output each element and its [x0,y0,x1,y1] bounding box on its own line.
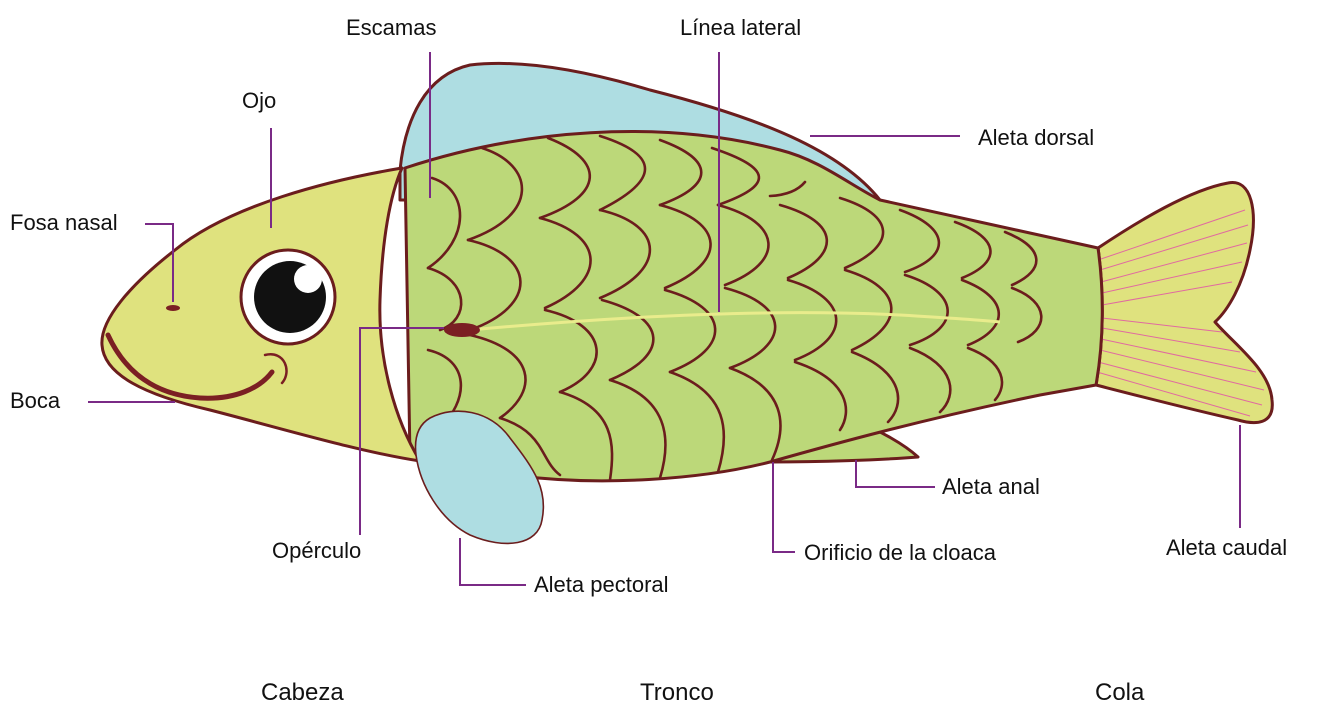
label-fosa-nasal: Fosa nasal [10,210,118,235]
eye-icon [241,250,335,344]
nostril [166,305,180,311]
caudal-fin [1096,183,1272,423]
label-aleta-pectoral: Aleta pectoral [534,572,669,597]
label-aleta-anal: Aleta anal [942,474,1040,499]
label-ojo: Ojo [242,88,276,113]
label-escamas: Escamas [346,15,436,40]
section-cabeza: Cabeza [261,679,344,706]
label-operculo: Opérculo [272,538,361,563]
section-tronco: Tronco [640,679,714,706]
operculum-spot [444,323,480,337]
label-boca: Boca [10,388,61,413]
section-cola: Cola [1095,679,1145,706]
label-aleta-caudal: Aleta caudal [1166,535,1287,560]
label-orificio-cloaca: Orificio de la cloaca [804,540,997,565]
label-linea-lateral: Línea lateral [680,15,801,40]
label-aleta-dorsal: Aleta dorsal [978,125,1094,150]
